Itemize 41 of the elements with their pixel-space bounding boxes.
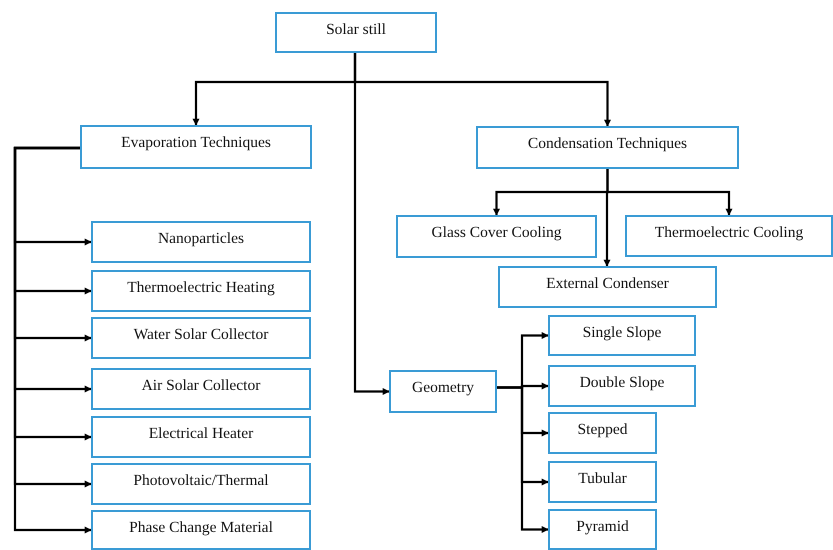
- box-label: Geometry: [412, 379, 474, 397]
- box-label: Thermoelectric Cooling: [654, 224, 804, 242]
- process-box: [91, 368, 311, 410]
- process-box: [91, 463, 311, 505]
- arrow: [354, 53, 390, 395]
- box-label: Double Slope: [580, 374, 664, 392]
- arrow: [604, 169, 610, 267]
- box-label: Glass Cover Cooling: [431, 224, 562, 242]
- box-label: Condensation Techniques: [528, 135, 688, 153]
- box-label: Electrical Heater: [148, 425, 254, 443]
- box-label: Water Solar Collector: [134, 326, 268, 344]
- box-label: Solar still: [326, 21, 386, 39]
- box-label: Photovoltaic/Thermal: [133, 472, 269, 490]
- process-box: [548, 461, 657, 503]
- process-box: [625, 215, 833, 257]
- process-box: [548, 412, 657, 454]
- box-label: Stepped: [578, 421, 628, 439]
- process-box: [548, 315, 696, 356]
- box-label: Thermoelectric Heating: [127, 279, 275, 297]
- process-box: [389, 370, 497, 413]
- box-label: Pyramid: [576, 518, 629, 536]
- box-label: Air Solar Collector: [142, 377, 260, 395]
- process-box: [91, 221, 311, 263]
- box-label: Nanoparticles: [158, 230, 244, 248]
- process-box: [91, 510, 311, 550]
- box-label: External Condenser: [546, 275, 669, 293]
- process-box: [476, 126, 739, 169]
- box-label: Evaporation Techniques: [121, 134, 271, 152]
- process-box: [498, 266, 717, 308]
- box-label: Single Slope: [582, 324, 662, 342]
- process-box: [91, 270, 311, 312]
- box-label: Phase Change Material: [129, 519, 273, 537]
- process-box: [80, 125, 312, 169]
- process-box: [548, 365, 696, 407]
- arrow: [497, 386, 549, 533]
- process-box: [91, 317, 311, 359]
- process-box: [548, 509, 657, 550]
- box-label: Tubular: [578, 470, 627, 488]
- process-box: [396, 215, 597, 258]
- process-box: [91, 416, 311, 458]
- process-box: [275, 12, 437, 53]
